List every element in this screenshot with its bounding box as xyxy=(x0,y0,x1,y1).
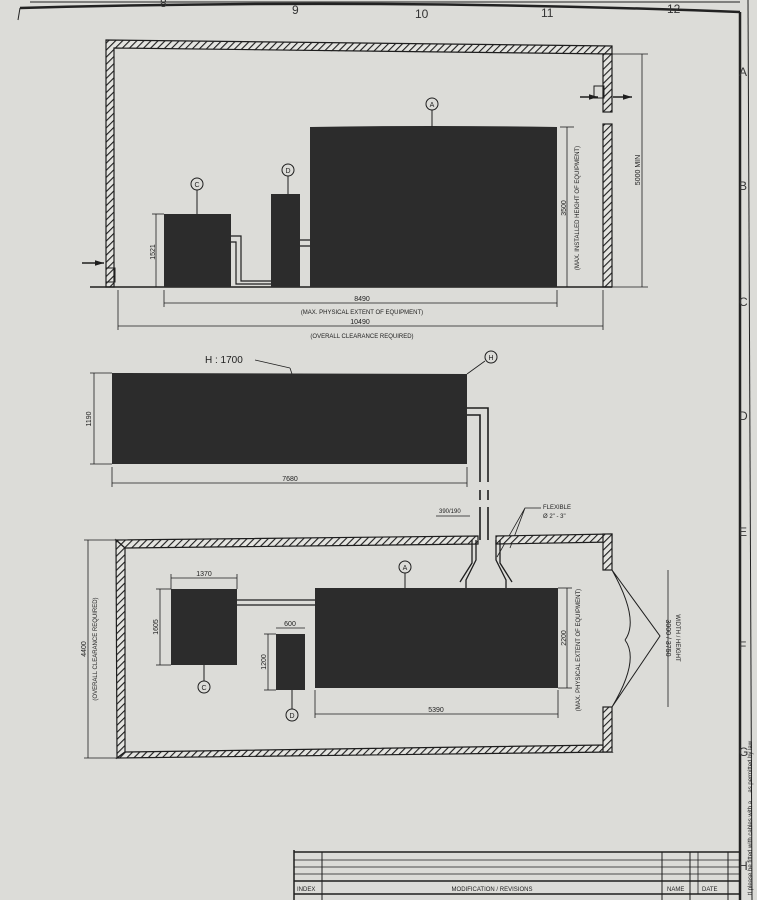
dim-a-extent-note: (MAX. PHYSICAL EXTENT OF EQUIPMENT) xyxy=(576,589,582,711)
grid-col-11: 11 xyxy=(541,6,554,20)
equipment-h xyxy=(112,373,467,464)
grid-col-9: 9 xyxy=(292,3,299,17)
dim-height-a: 3500 xyxy=(561,200,568,216)
dim-height-a-note: (MAX. INSTALLED HEIGHT OF EQUIPMENT) xyxy=(575,146,581,270)
svg-text:H: H xyxy=(488,355,493,362)
door-label: WIDTH / HEIGHT xyxy=(674,614,680,662)
index-label: INDEX xyxy=(297,887,315,893)
unit-h-height-label: H : 1700 xyxy=(205,355,293,375)
door-swing xyxy=(611,569,661,708)
dim-c-depth: 1605 xyxy=(153,619,160,635)
grid-row-f: F xyxy=(739,639,746,653)
plan-right-wall-top xyxy=(602,533,613,571)
plan-piping xyxy=(237,599,315,606)
svg-text:C: C xyxy=(194,182,199,189)
grid-row-h: H xyxy=(739,859,748,873)
plan-tag-a: A xyxy=(398,560,412,588)
dim-extent-note: (MAX. PHYSICAL EXTENT OF EQUIPMENT) xyxy=(301,310,423,316)
svg-text:D: D xyxy=(289,713,294,720)
unit-h-tag: H xyxy=(466,350,498,375)
flexible-label: FLEXIBLE xyxy=(543,505,571,511)
equipment-d-plan xyxy=(276,634,305,690)
dim-clearance: 10490 xyxy=(350,319,370,326)
dim-d-depth: 1200 xyxy=(261,654,268,670)
dim-room-note: (OVERALL CLEARANCE REQUIRED) xyxy=(93,597,99,700)
dim-c-width: 1370 xyxy=(196,571,212,578)
plan-right-wall-bottom xyxy=(602,706,613,753)
plan-dimensions xyxy=(84,539,669,759)
equipment-c-elevation xyxy=(164,214,231,287)
sheet-frame xyxy=(17,0,753,900)
plan-tag-c: C xyxy=(197,665,211,694)
grid-col-10: 10 xyxy=(415,7,429,21)
elevation-tag-c: C xyxy=(190,177,204,214)
plan-left-wall xyxy=(115,538,126,760)
inlet-grille xyxy=(105,267,116,283)
dim-unit-h-depth: 1190 xyxy=(86,411,93,426)
unit-h-dimensions xyxy=(90,372,470,517)
svg-text:C: C xyxy=(201,685,206,692)
dim-room-width: 4400 xyxy=(81,641,88,657)
plan-top-wall-right xyxy=(495,533,613,545)
dim-a-length: 5390 xyxy=(428,707,444,714)
dim-clearance-note: (OVERALL CLEARANCE REQUIRED) xyxy=(310,334,413,340)
svg-text:A: A xyxy=(430,102,435,109)
door-size: 3000 / 3750 xyxy=(664,620,671,657)
outlet-fan xyxy=(593,85,605,99)
elevation-right-wall xyxy=(602,53,613,113)
grid-col-12: 12 xyxy=(667,2,681,16)
equipment-a-plan xyxy=(315,588,558,688)
dim-room-height: 5000 MIN xyxy=(635,155,642,185)
grid-row-g: G xyxy=(739,745,748,759)
grid-row-labels: A B C D E F G H xyxy=(739,65,748,873)
grid-row-b: B xyxy=(739,179,747,193)
revision-table: INDEX MODIFICATION / REVISIONS NAME DATE xyxy=(293,850,740,900)
unit-h-view: H : 1700 H 1190 7680 390/190 FLEXIBLE Ø … xyxy=(86,350,571,558)
modifications-label: MODIFICATION / REVISIONS xyxy=(452,887,533,893)
dim-extent: 8490 xyxy=(354,296,370,303)
duct-label: 390/190 xyxy=(439,509,461,515)
svg-text:D: D xyxy=(285,168,290,175)
dim-unit-h-length: 7680 xyxy=(282,476,298,483)
dim-a-depth: 2200 xyxy=(561,630,568,646)
grid-row-a: A xyxy=(739,65,747,79)
flexible-size-label: Ø 2" - 3" xyxy=(543,514,566,520)
elevation-view: A C D 1521 35 xyxy=(82,39,648,340)
grid-row-e: E xyxy=(739,525,747,539)
plan-duct-transition xyxy=(459,540,513,588)
dim-height-c: 1521 xyxy=(150,244,157,260)
elevation-piping xyxy=(231,235,310,285)
elevation-tag-d: D xyxy=(281,163,295,194)
grid-row-c: C xyxy=(739,295,748,309)
side-note: tl please be fitted with cables with a .… xyxy=(748,740,754,895)
name-label: NAME xyxy=(667,887,684,893)
date-label: DATE xyxy=(702,887,718,893)
svg-text:A: A xyxy=(403,565,408,572)
grid-col-8: 8 xyxy=(160,0,167,10)
elevation-right-wall-lower xyxy=(602,123,613,288)
plan-tag-d: D xyxy=(285,690,299,722)
elevation-dimensions xyxy=(117,53,648,330)
equipment-c-plan xyxy=(171,589,237,665)
plan-view: A C D xyxy=(81,533,680,760)
unit-h-piping xyxy=(467,407,489,540)
elevation-tag-a: A xyxy=(425,97,439,127)
equipment-d-elevation xyxy=(271,194,300,287)
grid-row-d: D xyxy=(739,409,748,423)
equipment-a-elevation xyxy=(310,126,557,287)
grid-column-labels: 8 9 10 11 12 xyxy=(160,0,681,21)
dim-d-width: 600 xyxy=(284,621,296,628)
svg-text:H : 1700: H : 1700 xyxy=(205,355,243,366)
